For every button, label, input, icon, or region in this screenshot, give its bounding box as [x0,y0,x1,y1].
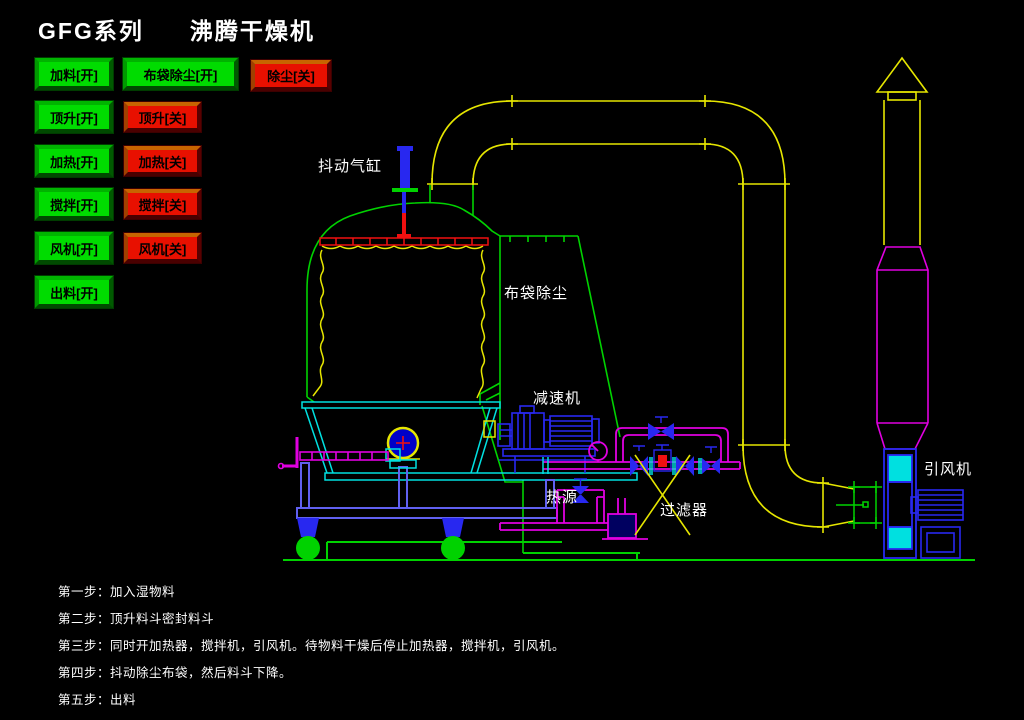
step-3: 第三步：同时开加热器，搅拌机，引风机。待物料干燥后停止加热器，搅拌机，引风机。 [58,639,566,653]
label-gear-motor: 减速机 [533,390,582,407]
label-bag-dust: 布袋除尘 [504,285,569,302]
filter-symbol [634,454,691,536]
button-dust-off[interactable]: 除尘[关] [251,60,331,91]
label-heat-source: 热源 [546,489,579,506]
cyclone-stack [876,246,929,450]
fan-housing [883,448,917,559]
stirrer-motor [385,426,420,469]
button-stir-off[interactable]: 搅拌[关] [124,189,201,219]
wheel-right [441,536,465,560]
step-1: 第一步：加入湿物料 [58,585,176,599]
fan-inlet-connector [836,481,882,529]
step-2: 第二步：顶升料斗密封料斗 [58,612,215,626]
exhaust-duct [427,95,855,533]
button-heat-off[interactable]: 加热[关] [124,146,201,176]
page-title: GFG系列 沸腾干燥机 [38,12,315,46]
shaker-cylinder [392,146,418,238]
caster-right [442,518,464,537]
button-discharge-on[interactable]: 出料[开] [35,276,113,308]
wheel-left [296,536,320,560]
button-stir-on[interactable]: 搅拌[开] [35,188,113,220]
ground-lines [283,541,975,561]
title-series: GFG系列 [38,18,144,44]
crank-shaft [277,420,496,470]
label-shaker-cylinder: 抖动气缸 [318,158,383,175]
step-5: 第五步：出料 [58,693,137,707]
button-lift-on[interactable]: 顶升[开] [35,101,113,133]
button-feed-on[interactable]: 加料[开] [35,58,113,90]
pump [607,513,637,539]
exhaust-chimney [875,56,929,245]
button-fan-on[interactable]: 风机[开] [35,232,113,264]
button-heat-on[interactable]: 加热[开] [35,145,113,177]
product-bowl [301,401,638,481]
label-induced-fan: 引风机 [924,461,973,478]
button-bag-dust-on[interactable]: 布袋除尘[开] [123,58,238,90]
button-fan-off[interactable]: 风机[关] [124,233,201,263]
caster-left [297,518,319,537]
heat-source-piping [499,416,741,540]
fan-motor [910,489,964,559]
valve-icons [572,416,720,503]
title-machine: 沸腾干燥机 [189,18,315,44]
label-filter: 过滤器 [660,502,709,519]
trolley [296,462,558,560]
step-4: 第四步：抖动除尘布袋，然后料斗下降。 [58,666,293,680]
filter-bag [312,237,489,399]
button-lift-off[interactable]: 顶升[关] [124,102,201,132]
